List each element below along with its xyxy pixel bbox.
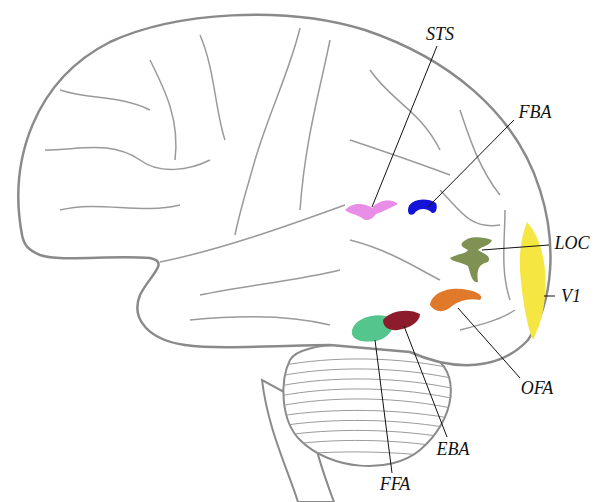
cerebellum	[280, 344, 460, 466]
region-label: OFA	[521, 378, 554, 398]
sts-region	[345, 201, 398, 221]
region-label: V1	[561, 286, 581, 306]
eba-region	[383, 311, 420, 331]
region-label: LOC	[554, 233, 589, 253]
ofa-region	[430, 289, 481, 311]
leader-lines	[372, 46, 555, 473]
cortex-outline	[18, 15, 550, 365]
region-label: EBA	[437, 439, 470, 459]
region-label: FBA	[519, 102, 552, 122]
v1-region	[520, 222, 546, 340]
region-label: STS	[426, 24, 454, 44]
loc-region	[450, 237, 492, 282]
sulci	[45, 28, 515, 330]
region-label: FFA	[380, 474, 411, 494]
